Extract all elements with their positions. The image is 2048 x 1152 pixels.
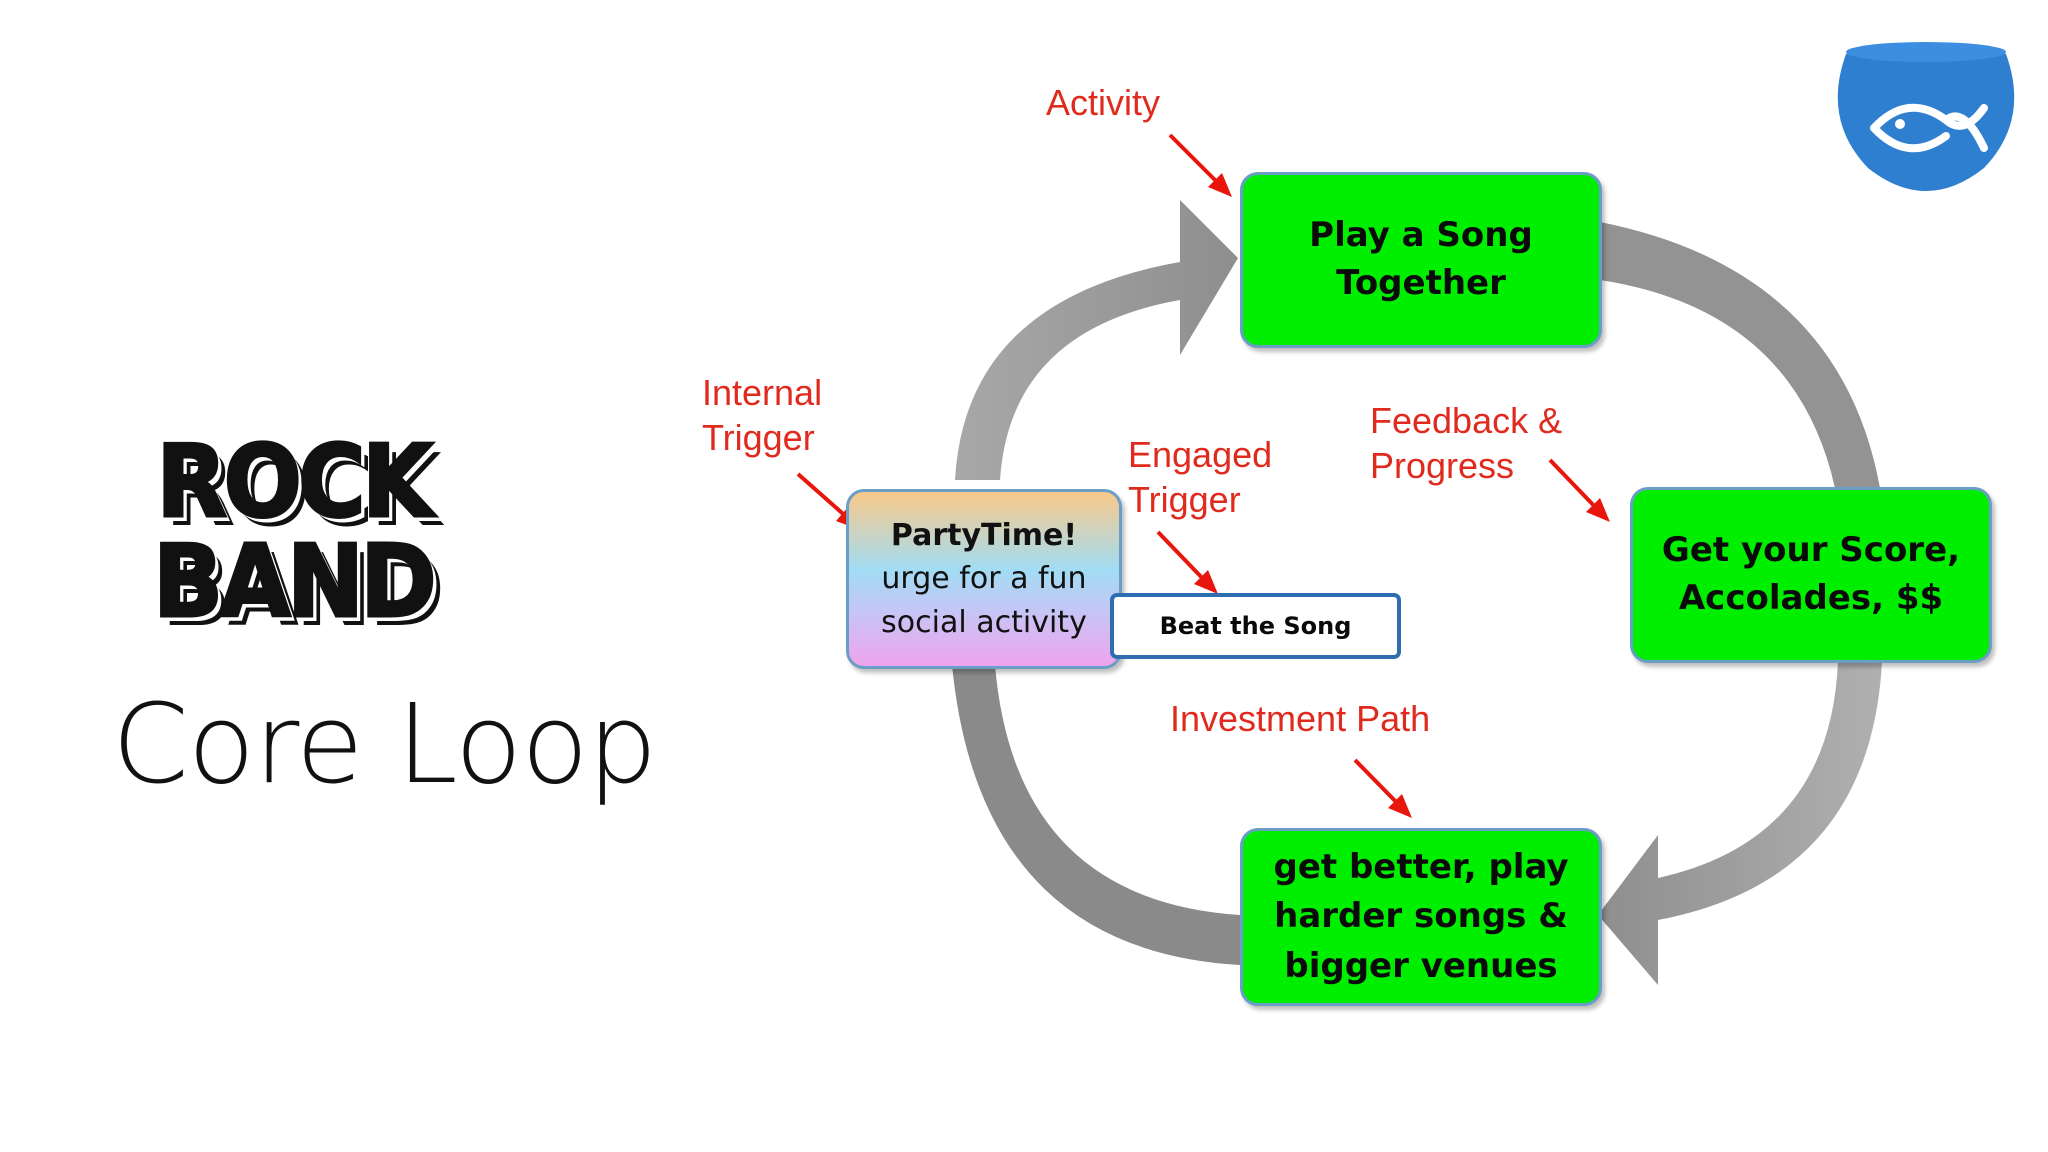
annotation-line: Engaged xyxy=(1128,434,1273,475)
node-line: harder songs & xyxy=(1274,896,1568,937)
annotation-line: Feedback & xyxy=(1370,400,1563,441)
node-beat-the-song: Beat the Song xyxy=(1110,593,1401,659)
annotation-line: Activity xyxy=(1046,82,1161,123)
annotation-line: Internal xyxy=(702,372,823,413)
annotation-investment-path: Investment Path xyxy=(1170,696,1430,741)
red-arrow-icon xyxy=(1168,133,1232,197)
node-line: Together xyxy=(1336,263,1506,303)
logo-line-band: BAND xyxy=(152,523,438,640)
rock-band-logo: ROCK xyxy=(132,430,454,533)
node-play-a-song: Play a Song Together xyxy=(1240,172,1602,348)
annotation-engaged-trigger: Engaged Trigger xyxy=(1128,432,1272,522)
logo-line-rock: ROCK xyxy=(155,423,435,540)
red-arrow-icon xyxy=(1548,458,1610,522)
node-party-time: PartyTime! urge for a fun social activit… xyxy=(846,489,1122,669)
node-line: Play a Song xyxy=(1309,215,1533,256)
annotation-activity: Activity xyxy=(1046,80,1160,125)
trigger-line: urge for a fun xyxy=(881,561,1087,597)
annotation-feedback-progress: Feedback & Progress xyxy=(1370,398,1562,488)
loop-arrow-top-left xyxy=(955,200,1238,480)
node-line: bigger venues xyxy=(1284,945,1558,986)
slide-title: Core Loop xyxy=(112,680,657,808)
loop-arrow-bottom-right xyxy=(1598,662,1882,985)
node-line: Get your Score, xyxy=(1661,530,1961,571)
node-line: Accolades, $$ xyxy=(1678,578,1944,618)
annotation-line: Investment Path xyxy=(1170,698,1431,739)
red-arrow-icon xyxy=(1156,530,1218,594)
loop-arrow-bottom-left xyxy=(952,665,1240,965)
node-line: get better, play xyxy=(1273,847,1569,888)
node-get-score: Get your Score, Accolades, $$ xyxy=(1630,487,1992,663)
red-arrow-icon xyxy=(1353,758,1412,818)
loop-arrow-top-right xyxy=(1600,222,1880,488)
node-get-better: get better, play harder songs & bigger v… xyxy=(1240,828,1602,1006)
annotation-internal-trigger: Internal Trigger xyxy=(702,370,822,460)
trigger-title: PartyTime! xyxy=(890,517,1078,553)
annotation-line: Trigger xyxy=(702,417,815,458)
trigger-line: social activity xyxy=(881,604,1087,640)
rock-band-logo-line-2: BAND xyxy=(132,530,454,633)
annotation-line: Trigger xyxy=(1128,479,1241,520)
annotation-line: Progress xyxy=(1370,445,1515,486)
fishbowl-fish-logo-icon xyxy=(1837,42,2015,191)
beat-label: Beat the Song xyxy=(1159,612,1352,640)
